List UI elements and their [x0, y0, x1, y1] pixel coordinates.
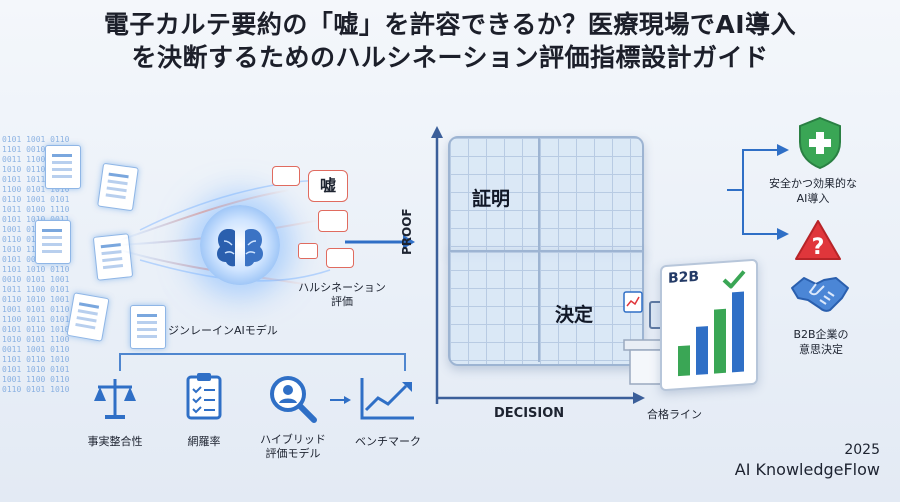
chart-panel-bottom	[448, 250, 644, 366]
decision-cell-label: 決定	[555, 304, 594, 326]
proof-axis-label: PROOF	[400, 208, 414, 255]
zero-ai-model-label: ジンレーインAIモデル	[168, 324, 278, 337]
branch-arrows	[727, 144, 789, 240]
metric-label: 事実整合性	[87, 435, 143, 448]
check-icon	[722, 270, 746, 290]
document-icon	[45, 145, 81, 189]
speech-bubble-small	[326, 248, 354, 268]
trend-chart-icon	[358, 376, 416, 422]
metric-label: 網羅率	[187, 435, 221, 448]
year-label: 2025	[844, 442, 880, 458]
scales-icon	[90, 373, 140, 423]
magnifier-user-icon	[266, 374, 320, 424]
speech-bubble-lie: 嘘	[308, 170, 348, 202]
hallucination-eval-label: ハルシネーション 評価	[298, 281, 386, 308]
pass-line-label: 合格ライン	[647, 408, 702, 421]
speech-bubble-small	[272, 166, 300, 186]
b2b-board-label: B2B	[668, 268, 700, 287]
brain-icon	[217, 229, 263, 267]
decision-axis-label: DECISION	[494, 406, 565, 421]
metric-label: ハイブリッド 評価モデル	[260, 433, 326, 460]
lie-text: 嘘	[319, 176, 336, 195]
svg-text:?: ?	[812, 235, 825, 260]
document-icon	[130, 305, 166, 349]
chart-panel-top	[448, 136, 644, 252]
safe-adoption-label: 安全かつ効果的な AI導入	[769, 177, 857, 205]
handshake-icon	[790, 270, 850, 316]
metric-label: ベンチマーク	[355, 435, 421, 448]
ai-brain-node	[200, 205, 280, 285]
speech-bubble-small	[318, 210, 348, 232]
title-line-1: 電子カルテ要約の「嘘」を許容できるか？医療現場でAI導入	[103, 10, 797, 39]
chart-panel-divider	[538, 138, 540, 362]
document-icon	[35, 220, 71, 264]
proof-cell-label: 証明	[472, 188, 511, 210]
checklist-icon	[186, 372, 222, 420]
warning-icon: ?	[793, 218, 843, 262]
shield-check-icon	[796, 116, 844, 170]
b2b-board: B2B	[660, 258, 758, 392]
arrow-to-chart	[345, 235, 415, 249]
b2b-decision-label: B2B企業の 意思決定	[793, 328, 849, 356]
metrics-bracket	[119, 353, 406, 371]
title-line-2: を決断するためのハルシネーション評価指標設計ガイド	[131, 43, 769, 72]
data-stream-illustration: 0101 1001 0110 1101 0010 1011 0011 1100 …	[0, 125, 230, 394]
page-title: 電子カルテ要約の「嘘」を許容できるか？医療現場でAI導入 を決断するためのハルシ…	[0, 8, 900, 74]
chart-axes	[431, 126, 645, 404]
speech-bubble-small	[298, 243, 318, 259]
arrow-right-icon	[330, 396, 351, 404]
document-icon	[66, 292, 110, 342]
brand-label: AI KnowledgeFlow	[734, 460, 880, 479]
